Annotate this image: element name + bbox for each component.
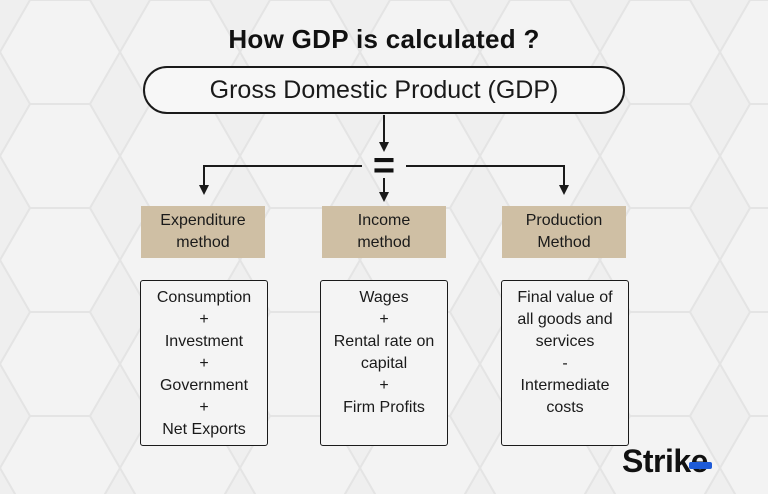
formula-line: Intermediate [520, 377, 610, 394]
formula-line: Firm Profits [343, 399, 425, 416]
expenditure-method-header: Expenditure method [141, 206, 265, 258]
method-title-line: Production [525, 212, 603, 229]
method-title-line: Expenditure [160, 212, 246, 229]
formula-line: + [199, 355, 209, 372]
formula-line: services [535, 333, 595, 350]
logo-text: Strik [622, 443, 691, 479]
formula-line: costs [546, 399, 584, 416]
gdp-box-label: Gross Domestic Product (GDP) [209, 75, 559, 104]
method-title-line: method [176, 234, 230, 251]
gdp-box: Gross Domestic Product (GDP) [143, 66, 625, 114]
formula-line: all goods and [517, 311, 613, 328]
formula-line: capital [360, 355, 408, 372]
equals-symbol: = [373, 145, 395, 187]
formula-line: Wages [359, 289, 409, 306]
strike-logo: Strike [622, 443, 762, 483]
logo-accent-bar [688, 462, 712, 469]
right-branch-arrow [406, 165, 569, 195]
income-method-header: Income method [322, 206, 446, 258]
formula-line: + [379, 377, 389, 394]
method-title-line: Income [357, 212, 411, 229]
income-formula-box: Wages + Rental rate on capital + Firm Pr… [320, 280, 448, 446]
logo-last-letter: e [690, 443, 709, 479]
production-method-header: Production Method [502, 206, 626, 258]
production-formula-box: Final value of all goods and services - … [501, 280, 629, 446]
formula-line: Rental rate on [333, 333, 435, 350]
formula-line: Net Exports [162, 421, 246, 438]
logo-accent-letter: e [688, 443, 712, 480]
formula-line: + [379, 311, 389, 328]
formula-line: Final value of [517, 289, 613, 306]
formula-line: Government [159, 377, 249, 394]
left-branch-arrow [199, 165, 362, 195]
method-title-line: method [357, 234, 411, 251]
formula-line: Consumption [156, 289, 252, 306]
formula-line: + [199, 399, 209, 416]
page-title: How GDP is calculated ? [228, 24, 540, 54]
expenditure-formula-box: Consumption + Investment + Government + … [140, 280, 268, 446]
formula-line: Investment [164, 333, 244, 350]
formula-line: - [562, 355, 568, 372]
formula-line: + [199, 311, 209, 328]
method-title-line: Method [537, 234, 591, 251]
